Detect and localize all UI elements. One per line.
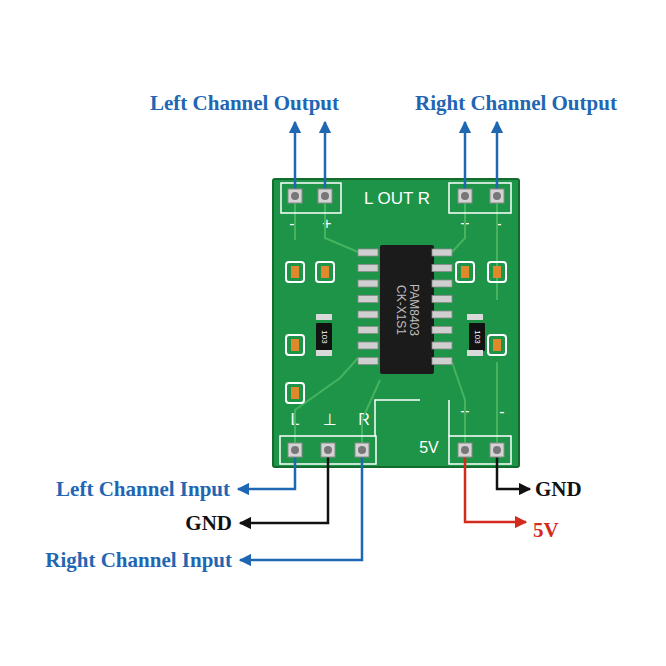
silkscreen-title: L OUT R	[364, 190, 430, 209]
resistor-symbol: 103	[469, 323, 485, 351]
marking-group: 103	[316, 323, 332, 351]
callout-arrow	[240, 455, 362, 560]
resistor-symbol: 103	[316, 323, 332, 351]
polarity-mark: -	[499, 403, 504, 421]
pin-name: ⊥	[323, 411, 337, 429]
chip-marking: PAM8403	[407, 284, 420, 336]
signal-name: 5V	[533, 518, 559, 542]
callout-label: Left Channel Output	[150, 91, 339, 115]
polarity-mark: -	[289, 215, 294, 233]
marking-group: 103	[469, 323, 485, 351]
signal-name: GND	[185, 511, 232, 535]
callout-arrows	[238, 122, 530, 560]
marking-group: PAM8403CK-X1S1	[380, 245, 434, 374]
resistor-code: 103	[473, 330, 482, 343]
callout-label: Right Channel Output	[415, 91, 617, 115]
amplifier-chip: PAM8403CK-X1S1	[380, 245, 434, 374]
polarity-mark: -	[496, 215, 501, 233]
chip-marking: CK-X1S1	[394, 284, 407, 334]
callout-label: Right Channel Input	[45, 548, 232, 572]
pin-name: L	[291, 411, 300, 429]
pin-name: 5V	[419, 439, 439, 457]
resistor-code: 103	[320, 330, 329, 343]
pin-name: R	[358, 411, 370, 429]
polarity-mark: +	[322, 215, 331, 233]
callout-label: Left Channel Input	[56, 477, 230, 501]
polarity-mark: +	[460, 215, 469, 233]
polarity-mark: +	[460, 403, 469, 421]
pcb-board: L OUT R - + + - L ⊥ R 5V + - PAM8403CK-X1S1 103 103	[272, 178, 520, 468]
signal-name: GND	[535, 477, 582, 501]
